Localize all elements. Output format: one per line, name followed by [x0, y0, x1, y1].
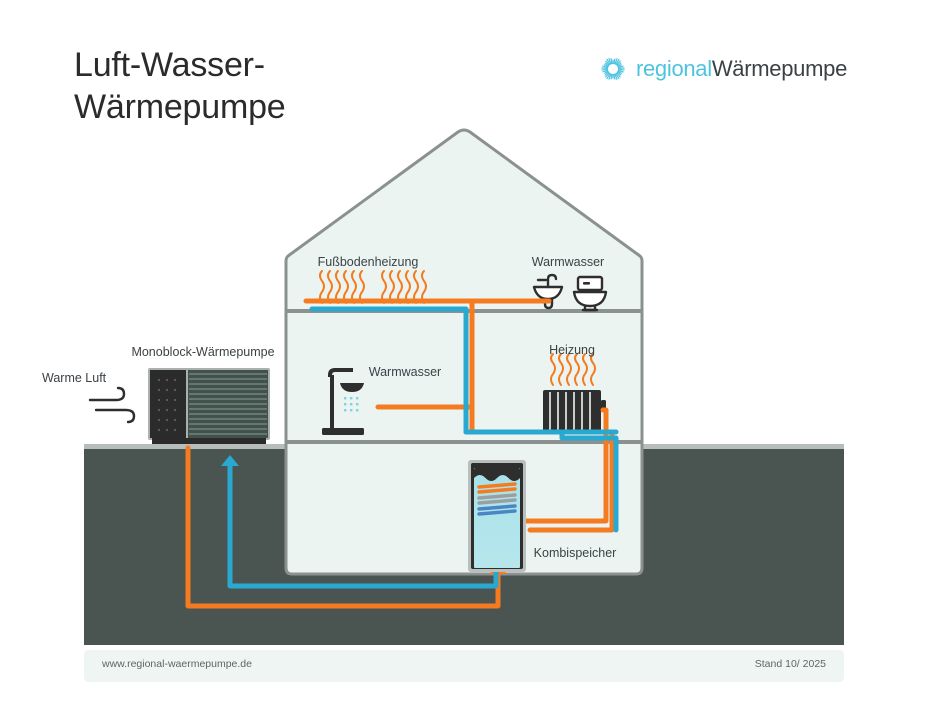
radial-sunburst-icon — [601, 57, 625, 80]
page-title: Luft-Wasser- Wärmepumpe — [74, 44, 494, 128]
toilet-icon — [572, 275, 608, 312]
radiator-icon — [543, 390, 606, 432]
wind-swirl-icon — [88, 386, 136, 424]
brand-text: regionalWärmepumpe — [636, 56, 847, 82]
radiator-heat-waves-icon — [550, 353, 596, 386]
footer-bar: www.regional-waermepumpe.de Stand 10/ 20… — [84, 650, 844, 682]
brand-logo: regionalWärmepumpe — [599, 55, 847, 83]
label-kombispeicher: Kombispeicher — [533, 546, 617, 560]
label-fussbodenheizung: Fußbodenheizung — [317, 255, 419, 269]
label-warmwasser-top: Warmwasser — [531, 255, 605, 269]
page-title-line1: Luft-Wasser- — [74, 46, 265, 84]
label-warme-luft: Warme Luft — [42, 371, 107, 385]
label-monoblock: Monoblock-Wärmepumpe — [131, 345, 275, 359]
floor-slab-lower — [286, 440, 642, 444]
hot-water-pipe-underground — [185, 445, 501, 609]
label-heizung: Heizung — [549, 343, 595, 357]
underfloor-heating-waves-icon — [319, 270, 427, 304]
label-warmwasser-mid: Warmwasser — [368, 365, 442, 379]
footer-date: Stand 10/ 2025 — [754, 658, 826, 670]
shower-icon — [322, 368, 364, 435]
arrow-up-icon-blue — [221, 455, 239, 466]
brand-part1: regional — [635, 56, 712, 81]
brand-part2: Wärmepumpe — [711, 56, 847, 81]
page-title-line2: Wärmepumpe — [74, 88, 286, 126]
footer-website: www.regional-waermepumpe.de — [102, 658, 252, 670]
monoblock-heatpump-icon — [148, 368, 270, 444]
buffer-tank-icon — [468, 460, 526, 572]
